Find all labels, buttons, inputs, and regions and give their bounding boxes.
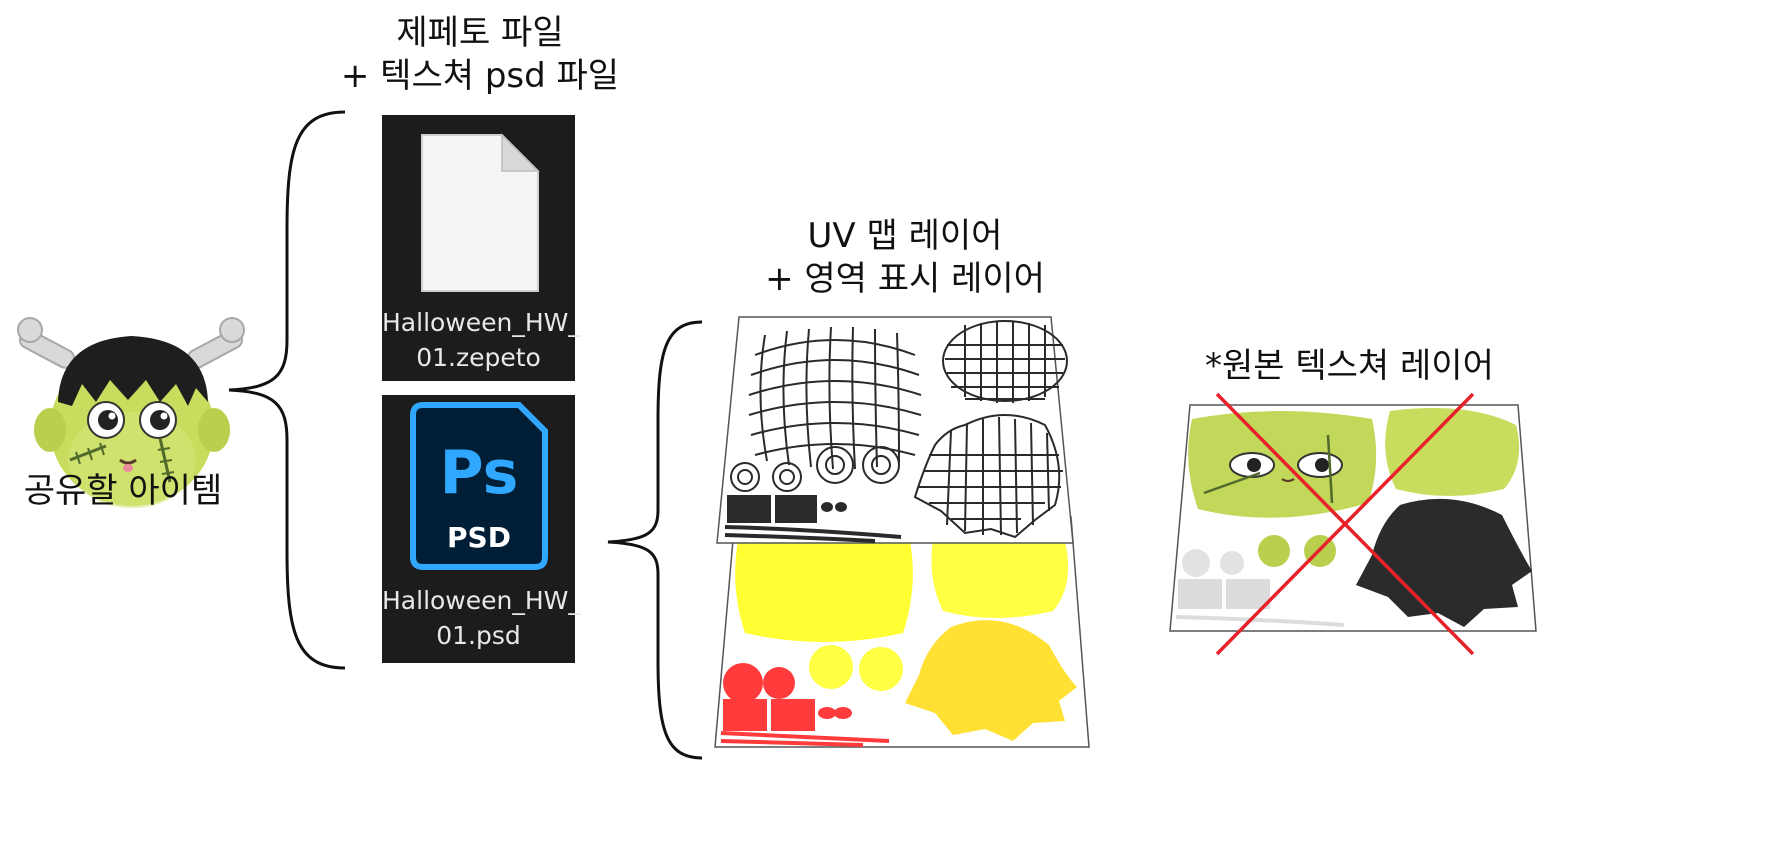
file-name-psd-line1: Halloween_HW_ [382, 586, 581, 615]
file-name-zepeto: Halloween_HW_ 01.zepeto [382, 305, 581, 375]
yellow-hair-region [905, 620, 1077, 741]
original-heading: *원본 텍스쳐 레이어 [1205, 346, 1494, 386]
file-tile-psd[interactable]: Ps PSD Halloween_HW_ 01.psd [382, 395, 581, 663]
files-heading-line1: 제페토 파일 [396, 13, 564, 53]
cross-out-mark [1215, 392, 1475, 656]
layers-heading-line2: + 영역 표시 레이어 [765, 258, 1045, 299]
document-icon [421, 133, 540, 292]
yellow-face-region [735, 527, 913, 642]
uv-map-layer-sheet [716, 316, 1074, 544]
frankenstein-avatar-icon [17, 317, 245, 508]
region-layer-sheet [714, 516, 1090, 748]
yellow-back-region [931, 523, 1069, 618]
file-tile-zepeto[interactable]: Halloween_HW_ 01.zepeto [382, 115, 581, 381]
files-heading-line2: + 텍스쳐 psd 파일 [340, 55, 620, 96]
layers-heading-line1: UV 맵 레이어 [807, 216, 1003, 256]
photoshop-psd-icon: Ps PSD [410, 402, 548, 570]
ps-badge-text: Ps [440, 438, 519, 508]
file-name-zepeto-line1: Halloween_HW_ [382, 308, 581, 337]
item-label: 공유할 아이템 [23, 471, 223, 511]
file-name-psd: Halloween_HW_ 01.psd [382, 583, 581, 653]
layers-heading: UV 맵 레이어 + 영역 표시 레이어 [755, 215, 1055, 300]
psd-ext-text: PSD [447, 521, 511, 554]
file-name-zepeto-line2: 01.zepeto [416, 343, 541, 372]
left-brace [228, 110, 346, 670]
files-heading: 제페토 파일 + 텍스쳐 psd 파일 [330, 12, 630, 97]
file-name-psd-line2: 01.psd [436, 621, 521, 650]
middle-brace [607, 320, 703, 760]
